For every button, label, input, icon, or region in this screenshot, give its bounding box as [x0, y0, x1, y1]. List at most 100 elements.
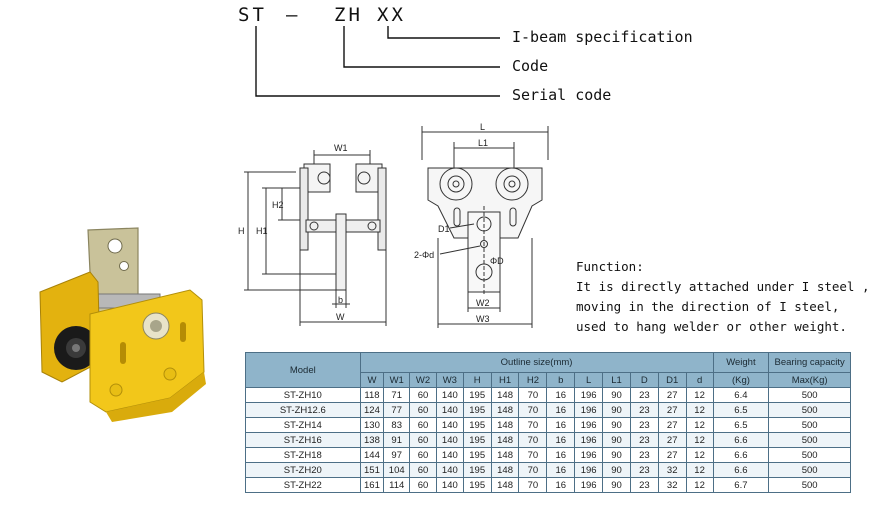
table-cell: 32 — [657, 462, 687, 478]
table-cell: 60 — [409, 477, 437, 493]
table-cell: 70 — [518, 447, 548, 463]
front-view-drawing: L L1 D1 2-Φd ΦD W2 W3 — [414, 122, 549, 328]
table-cell: 500 — [768, 462, 851, 478]
th-weight: Weight — [712, 352, 770, 373]
table-cell: 23 — [629, 477, 659, 493]
table-cell: 71 — [383, 387, 411, 403]
table-cell: 97 — [383, 447, 411, 463]
table-cell: 16 — [546, 447, 576, 463]
table-cell: 196 — [574, 417, 604, 433]
trolley-product-photo — [39, 227, 206, 422]
table-cell: 161 — [359, 477, 385, 493]
label-2-d: 2-Φd — [414, 250, 434, 260]
table-cell: 6.6 — [712, 462, 770, 478]
function-line-1: It is directly attached under I steel , — [576, 279, 870, 294]
table-cell: 60 — [409, 462, 437, 478]
th-col: W1 — [383, 372, 411, 388]
table-cell: 60 — [409, 432, 437, 448]
th-col: W2 — [409, 372, 437, 388]
function-title: Function: — [576, 259, 644, 274]
table-cell: 12 — [685, 447, 714, 463]
code-part-serial: ST — [238, 4, 267, 26]
label-w2: W2 — [476, 298, 490, 308]
table-cell: 500 — [768, 402, 851, 418]
table-cell: 60 — [409, 402, 437, 418]
code-part-code: ZH — [334, 4, 363, 26]
table-cell: 148 — [490, 462, 520, 478]
table-cell: 151 — [359, 462, 385, 478]
table-cell: 6.6 — [712, 447, 770, 463]
table-cell: 148 — [490, 477, 520, 493]
table-cell: 60 — [409, 417, 437, 433]
cell-model: ST-ZH14 — [245, 417, 361, 433]
table-cell: 90 — [602, 462, 631, 478]
label-w3: W3 — [476, 314, 490, 324]
table-cell: 27 — [657, 447, 687, 463]
table-cell: 16 — [546, 462, 576, 478]
table-cell: 6.5 — [712, 417, 770, 433]
th-col: L1 — [602, 372, 631, 388]
label-b: b — [338, 295, 343, 305]
table-cell: 196 — [574, 477, 604, 493]
table-cell: 12 — [685, 402, 714, 418]
label-w1: W1 — [334, 143, 348, 153]
table-cell: 500 — [768, 432, 851, 448]
label-h: H — [238, 226, 245, 236]
table-cell: 16 — [546, 402, 576, 418]
label-w: W — [336, 312, 345, 322]
code-dash: — — [286, 4, 298, 26]
table-cell: 140 — [435, 417, 464, 433]
table-cell: 148 — [490, 417, 520, 433]
table-cell: 27 — [657, 402, 687, 418]
th-capacity: Bearing capacity — [768, 352, 851, 373]
table-cell: 70 — [518, 432, 548, 448]
table-cell: 114 — [383, 477, 411, 493]
table-cell: 27 — [657, 387, 687, 403]
label-h2: H2 — [272, 200, 284, 210]
table-cell: 16 — [546, 417, 576, 433]
table-cell: 140 — [435, 387, 464, 403]
th-outline-size: Outline size(mm) — [359, 352, 714, 373]
table-cell: 195 — [462, 432, 492, 448]
table-cell: 195 — [462, 417, 492, 433]
table-cell: 23 — [629, 432, 659, 448]
table-cell: 27 — [657, 417, 687, 433]
label-l: L — [480, 122, 485, 132]
th-col: b — [546, 372, 576, 388]
table-cell: 23 — [629, 447, 659, 463]
table-cell: 148 — [490, 387, 520, 403]
function-line-2: moving in the direction of I steel, — [576, 299, 840, 314]
table-cell: 195 — [462, 447, 492, 463]
table-cell: 90 — [602, 417, 631, 433]
side-view-drawing: W1 H H1 H2 b W — [238, 143, 387, 326]
table-cell: 60 — [409, 387, 437, 403]
table-cell: 500 — [768, 477, 851, 493]
cell-model: ST-ZH20 — [245, 462, 361, 478]
cell-model: ST-ZH22 — [245, 477, 361, 493]
table-cell: 118 — [359, 387, 385, 403]
table-cell: 148 — [490, 432, 520, 448]
table-cell: 77 — [383, 402, 411, 418]
th-col: W — [359, 372, 385, 388]
table-cell: 16 — [546, 387, 576, 403]
table-cell: 195 — [462, 402, 492, 418]
table-cell: 140 — [435, 447, 464, 463]
legend-code: Code — [512, 57, 549, 75]
table-cell: 140 — [435, 432, 464, 448]
th-capacity-unit: Max(Kg) — [768, 372, 851, 388]
table-cell: 16 — [546, 477, 576, 493]
th-weight-unit: (Kg) — [712, 372, 770, 388]
table-cell: 32 — [657, 477, 687, 493]
table-cell: 70 — [518, 417, 548, 433]
table-cell: 23 — [629, 462, 659, 478]
table-cell: 70 — [518, 477, 548, 493]
table-cell: 195 — [462, 477, 492, 493]
table-cell: 90 — [602, 432, 631, 448]
table-cell: 500 — [768, 387, 851, 403]
legend-serial-code: Serial code — [512, 86, 612, 104]
table-cell: 195 — [462, 387, 492, 403]
